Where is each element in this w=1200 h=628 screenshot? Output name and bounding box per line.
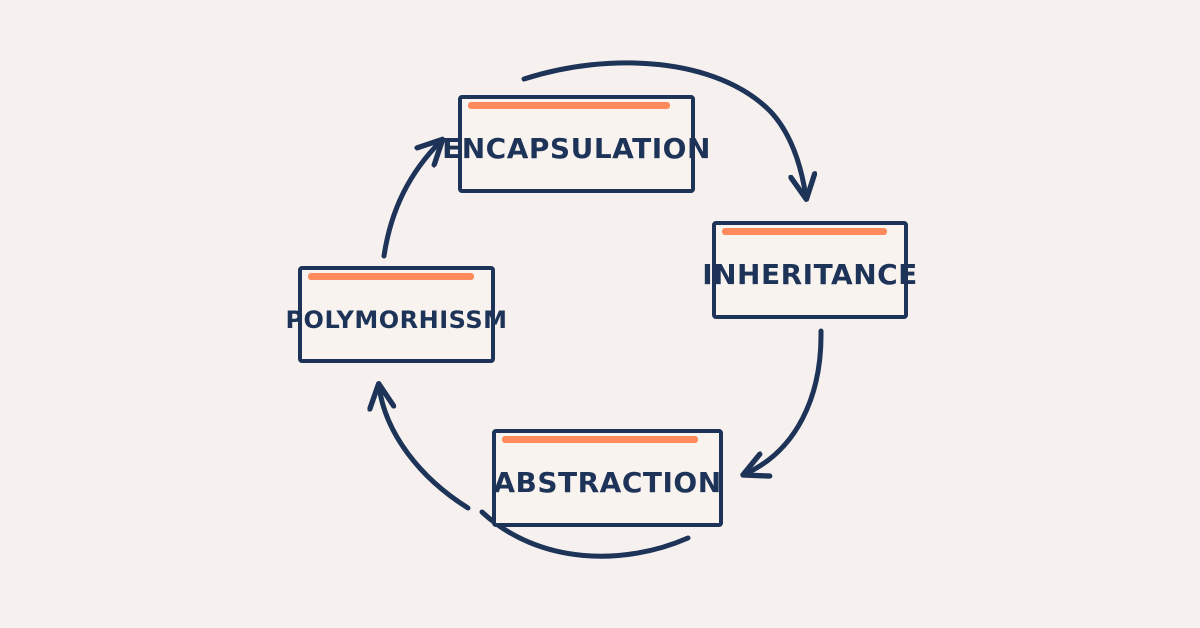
node-polymorphism-label: POLYMORHISSM bbox=[285, 305, 508, 334]
node-polymorphism: POLYMORHISSM bbox=[285, 266, 507, 363]
edge-abstraction-to-polymorphism-path bbox=[379, 386, 471, 511]
edge-inheritance-to-abstraction-path bbox=[745, 328, 824, 474]
node-inheritance: INHERITANCE bbox=[702, 221, 917, 319]
node-encapsulation: ENCAPSULATION bbox=[442, 95, 710, 193]
node-encapsulation-label: ENCAPSULATION bbox=[442, 132, 711, 165]
edge-polymorphism-to-encapsulation-path bbox=[381, 141, 441, 259]
edge-encapsulation-to-inheritance-path bbox=[521, 60, 806, 197]
node-abstraction: ABSTRACTION bbox=[492, 429, 723, 527]
node-abstraction-label: ABSTRACTION bbox=[493, 466, 722, 499]
edge-abstraction-to-polymorphism-bottom-path bbox=[479, 509, 691, 559]
node-inheritance-label: INHERITANCE bbox=[702, 258, 918, 291]
